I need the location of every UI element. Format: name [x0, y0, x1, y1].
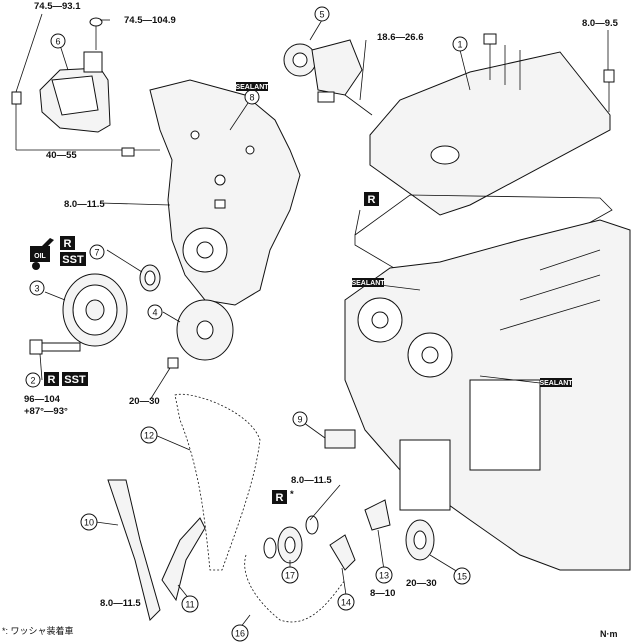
torque-label: 18.6—26.6	[377, 32, 423, 43]
drive-belt-tensioner-part	[283, 39, 373, 116]
chain-tensioner-part	[324, 429, 356, 449]
svg-text:14: 14	[341, 598, 351, 608]
callout-8: 8	[244, 89, 260, 105]
svg-text:11: 11	[185, 600, 194, 610]
replace-tag: R	[60, 236, 75, 250]
svg-text:17: 17	[285, 571, 295, 581]
torque-label: 8.0—11.5	[64, 199, 105, 210]
sealant-tag: SEALANT	[539, 378, 573, 387]
torque-label: 8.0—9.5	[582, 18, 619, 29]
engine-mount-part	[11, 17, 111, 133]
replace-tag: R	[364, 192, 379, 206]
torque-label: 20—30	[406, 578, 437, 589]
torque-label: 8—10	[370, 588, 395, 599]
oil-pump-sprocket-part	[405, 519, 435, 561]
svg-text:SEALANT: SEALANT	[539, 380, 573, 387]
front-oil-seal-part	[139, 264, 161, 292]
bolt-part	[167, 357, 179, 369]
svg-text:SEALANT: SEALANT	[235, 84, 269, 91]
chain-guide-part	[107, 479, 161, 621]
callout-11: 11	[181, 595, 199, 613]
leader-line	[15, 13, 43, 93]
callout-3: 3	[29, 280, 45, 296]
svg-text:3: 3	[34, 284, 39, 294]
engine-front-cover-part	[149, 79, 301, 306]
replace-tag: R	[272, 490, 287, 504]
unit-label: N·m	[600, 629, 618, 639]
svg-text:SST: SST	[62, 254, 84, 266]
svg-text:1: 1	[457, 40, 462, 50]
svg-text:15: 15	[457, 572, 467, 582]
oil-pump-chain-tensioner-part	[364, 499, 391, 531]
torque-label: 8.0—11.5	[100, 598, 141, 609]
engine-block-part	[344, 219, 631, 571]
idler-pulley-part	[176, 299, 234, 361]
callout-2: 2	[25, 372, 41, 388]
sealant-tag: SEALANT	[351, 278, 385, 287]
callout-10: 10	[80, 513, 98, 531]
bolt-part	[603, 69, 615, 83]
callout-14: 14	[337, 593, 355, 611]
callout-1: 1	[452, 36, 468, 52]
cylinder-head-cover-part	[369, 33, 611, 216]
svg-text:OIL: OIL	[34, 253, 46, 260]
callout-7: 7	[89, 244, 105, 260]
svg-text:16: 16	[235, 629, 245, 639]
svg-text:8: 8	[249, 93, 254, 103]
svg-text:13: 13	[379, 571, 389, 581]
bolt-part	[214, 199, 226, 209]
svg-text:6: 6	[55, 37, 60, 47]
callout-13: 13	[375, 566, 393, 584]
callout-16: 16	[231, 624, 249, 642]
svg-text:10: 10	[84, 518, 94, 528]
sst-tag: SST	[62, 372, 88, 386]
svg-text:R: R	[276, 492, 284, 504]
callout-6: 6	[50, 33, 66, 49]
torque-label: +87°—93°	[24, 406, 68, 417]
tensioner-arm-part	[161, 517, 206, 602]
leader-lines	[39, 19, 609, 629]
callout-5: 5	[314, 6, 330, 22]
callout-4: 4	[147, 304, 163, 320]
svg-text:5: 5	[319, 10, 324, 20]
callout-12: 12	[140, 426, 158, 444]
bolt-part	[121, 147, 135, 157]
torque-label: 74.5—104.9	[124, 15, 176, 26]
svg-text:4: 4	[152, 308, 157, 318]
svg-text:SST: SST	[64, 374, 86, 386]
sst-tag: SST	[60, 252, 86, 266]
torque-label: 20—30	[129, 396, 160, 407]
crankshaft-sprocket-part	[263, 515, 319, 564]
crankshaft-pulley-part	[62, 273, 128, 347]
svg-text:SEALANT: SEALANT	[351, 280, 385, 287]
svg-text:R: R	[64, 238, 72, 250]
sealant-tag: SEALANT	[235, 82, 269, 91]
torque-label: 40—55	[46, 150, 77, 161]
oil-pump-chain-guide-part	[329, 534, 356, 571]
svg-text:R: R	[48, 374, 56, 386]
torque-label: 74.5—93.1	[34, 1, 81, 12]
svg-text:R: R	[368, 194, 376, 206]
asterisk-mark: *	[290, 489, 294, 500]
callout-9: 9	[292, 411, 308, 427]
svg-text:9: 9	[297, 415, 302, 425]
replace-tag: R	[44, 372, 59, 386]
callout-17: 17	[281, 566, 299, 584]
svg-text:2: 2	[30, 376, 35, 386]
oil-can-icon: OIL	[30, 238, 54, 270]
torque-label: 96—104	[24, 394, 61, 405]
torque-label: 8.0—11.5	[291, 475, 332, 486]
crankshaft-pulley-bolt-part	[29, 339, 81, 355]
timing-chain-part	[244, 554, 346, 623]
svg-text:12: 12	[144, 431, 154, 441]
footnote: *: ワッシャ装着車	[2, 626, 74, 636]
svg-text:7: 7	[94, 248, 99, 258]
callout-15: 15	[453, 567, 471, 585]
